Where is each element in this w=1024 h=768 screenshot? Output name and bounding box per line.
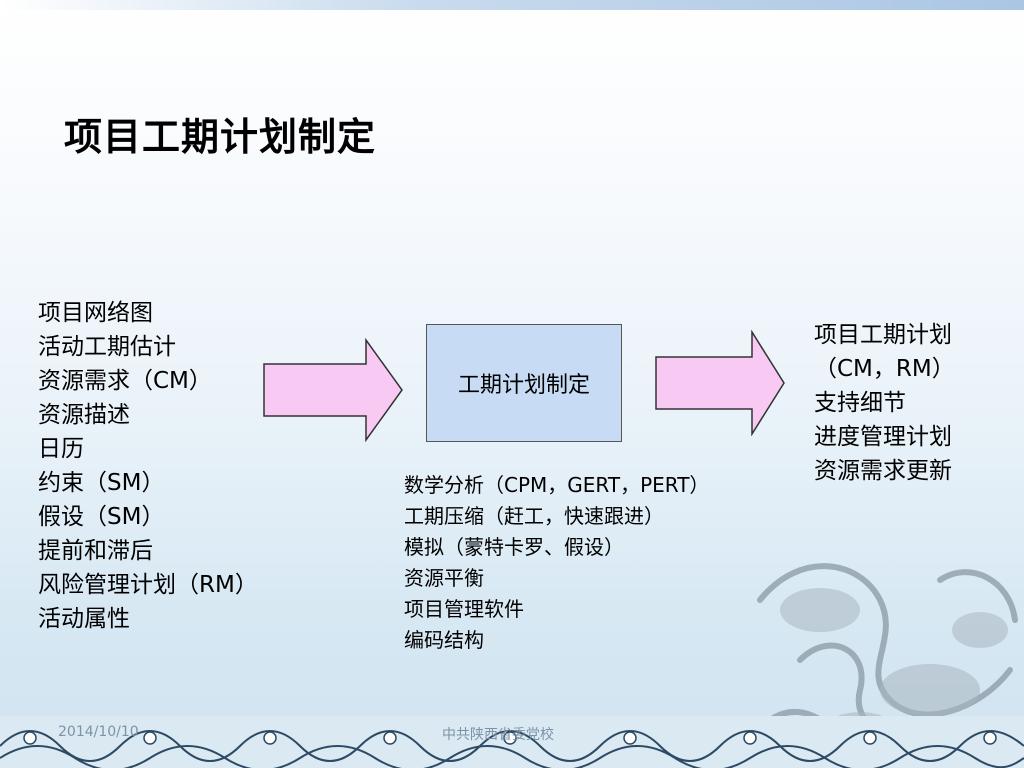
input-item: 资源需求（CM） xyxy=(38,368,212,394)
footer-date: 2014/10/10 xyxy=(58,724,139,740)
process-box: 工期计划制定 xyxy=(426,324,622,442)
slide-title: 项目工期计划制定 xyxy=(64,115,377,159)
input-item: 日历 xyxy=(38,436,84,462)
tool-item: 项目管理软件 xyxy=(404,597,524,621)
footer-organization: 中共陕西省委党校 xyxy=(442,727,554,743)
footer-wave-decoration xyxy=(0,716,1024,768)
input-item: 假设（SM） xyxy=(38,504,165,530)
output-arrow xyxy=(655,330,785,436)
process-label: 工期计划制定 xyxy=(457,373,590,398)
inputs-list: 项目网络图 活动工期估计 资源需求（CM） 资源描述 日历 约束（SM） 假设（… xyxy=(38,296,258,636)
output-item: 项目工期计划 xyxy=(814,322,952,348)
outputs-list: 项目工期计划 （CM，RM） 支持细节 进度管理计划 资源需求更新 xyxy=(814,318,955,488)
output-item: 进度管理计划 xyxy=(814,424,952,450)
input-item: 活动工期估计 xyxy=(38,334,176,360)
tool-item: 编码结构 xyxy=(404,628,484,652)
output-item: 资源需求更新 xyxy=(814,458,952,484)
input-item: 项目网络图 xyxy=(38,300,153,326)
input-item: 活动属性 xyxy=(38,606,130,632)
tool-item: 数学分析（CPM，GERT，PERT） xyxy=(404,473,710,497)
tool-item: 资源平衡 xyxy=(404,566,484,590)
input-item: 约束（SM） xyxy=(38,470,165,496)
input-arrow xyxy=(263,338,403,442)
tool-item: 工期压缩（赶工，快速跟进） xyxy=(404,504,664,528)
output-item: （CM，RM） xyxy=(814,356,955,382)
output-item: 支持细节 xyxy=(814,390,906,416)
input-item: 提前和滞后 xyxy=(38,538,153,564)
tool-item: 模拟（蒙特卡罗、假设） xyxy=(404,535,624,559)
input-item: 风险管理计划（RM） xyxy=(38,572,258,598)
input-item: 资源描述 xyxy=(38,402,130,428)
top-accent-bar xyxy=(0,0,1024,10)
tools-list: 数学分析（CPM，GERT，PERT） 工期压缩（赶工，快速跟进） 模拟（蒙特卡… xyxy=(404,470,709,656)
